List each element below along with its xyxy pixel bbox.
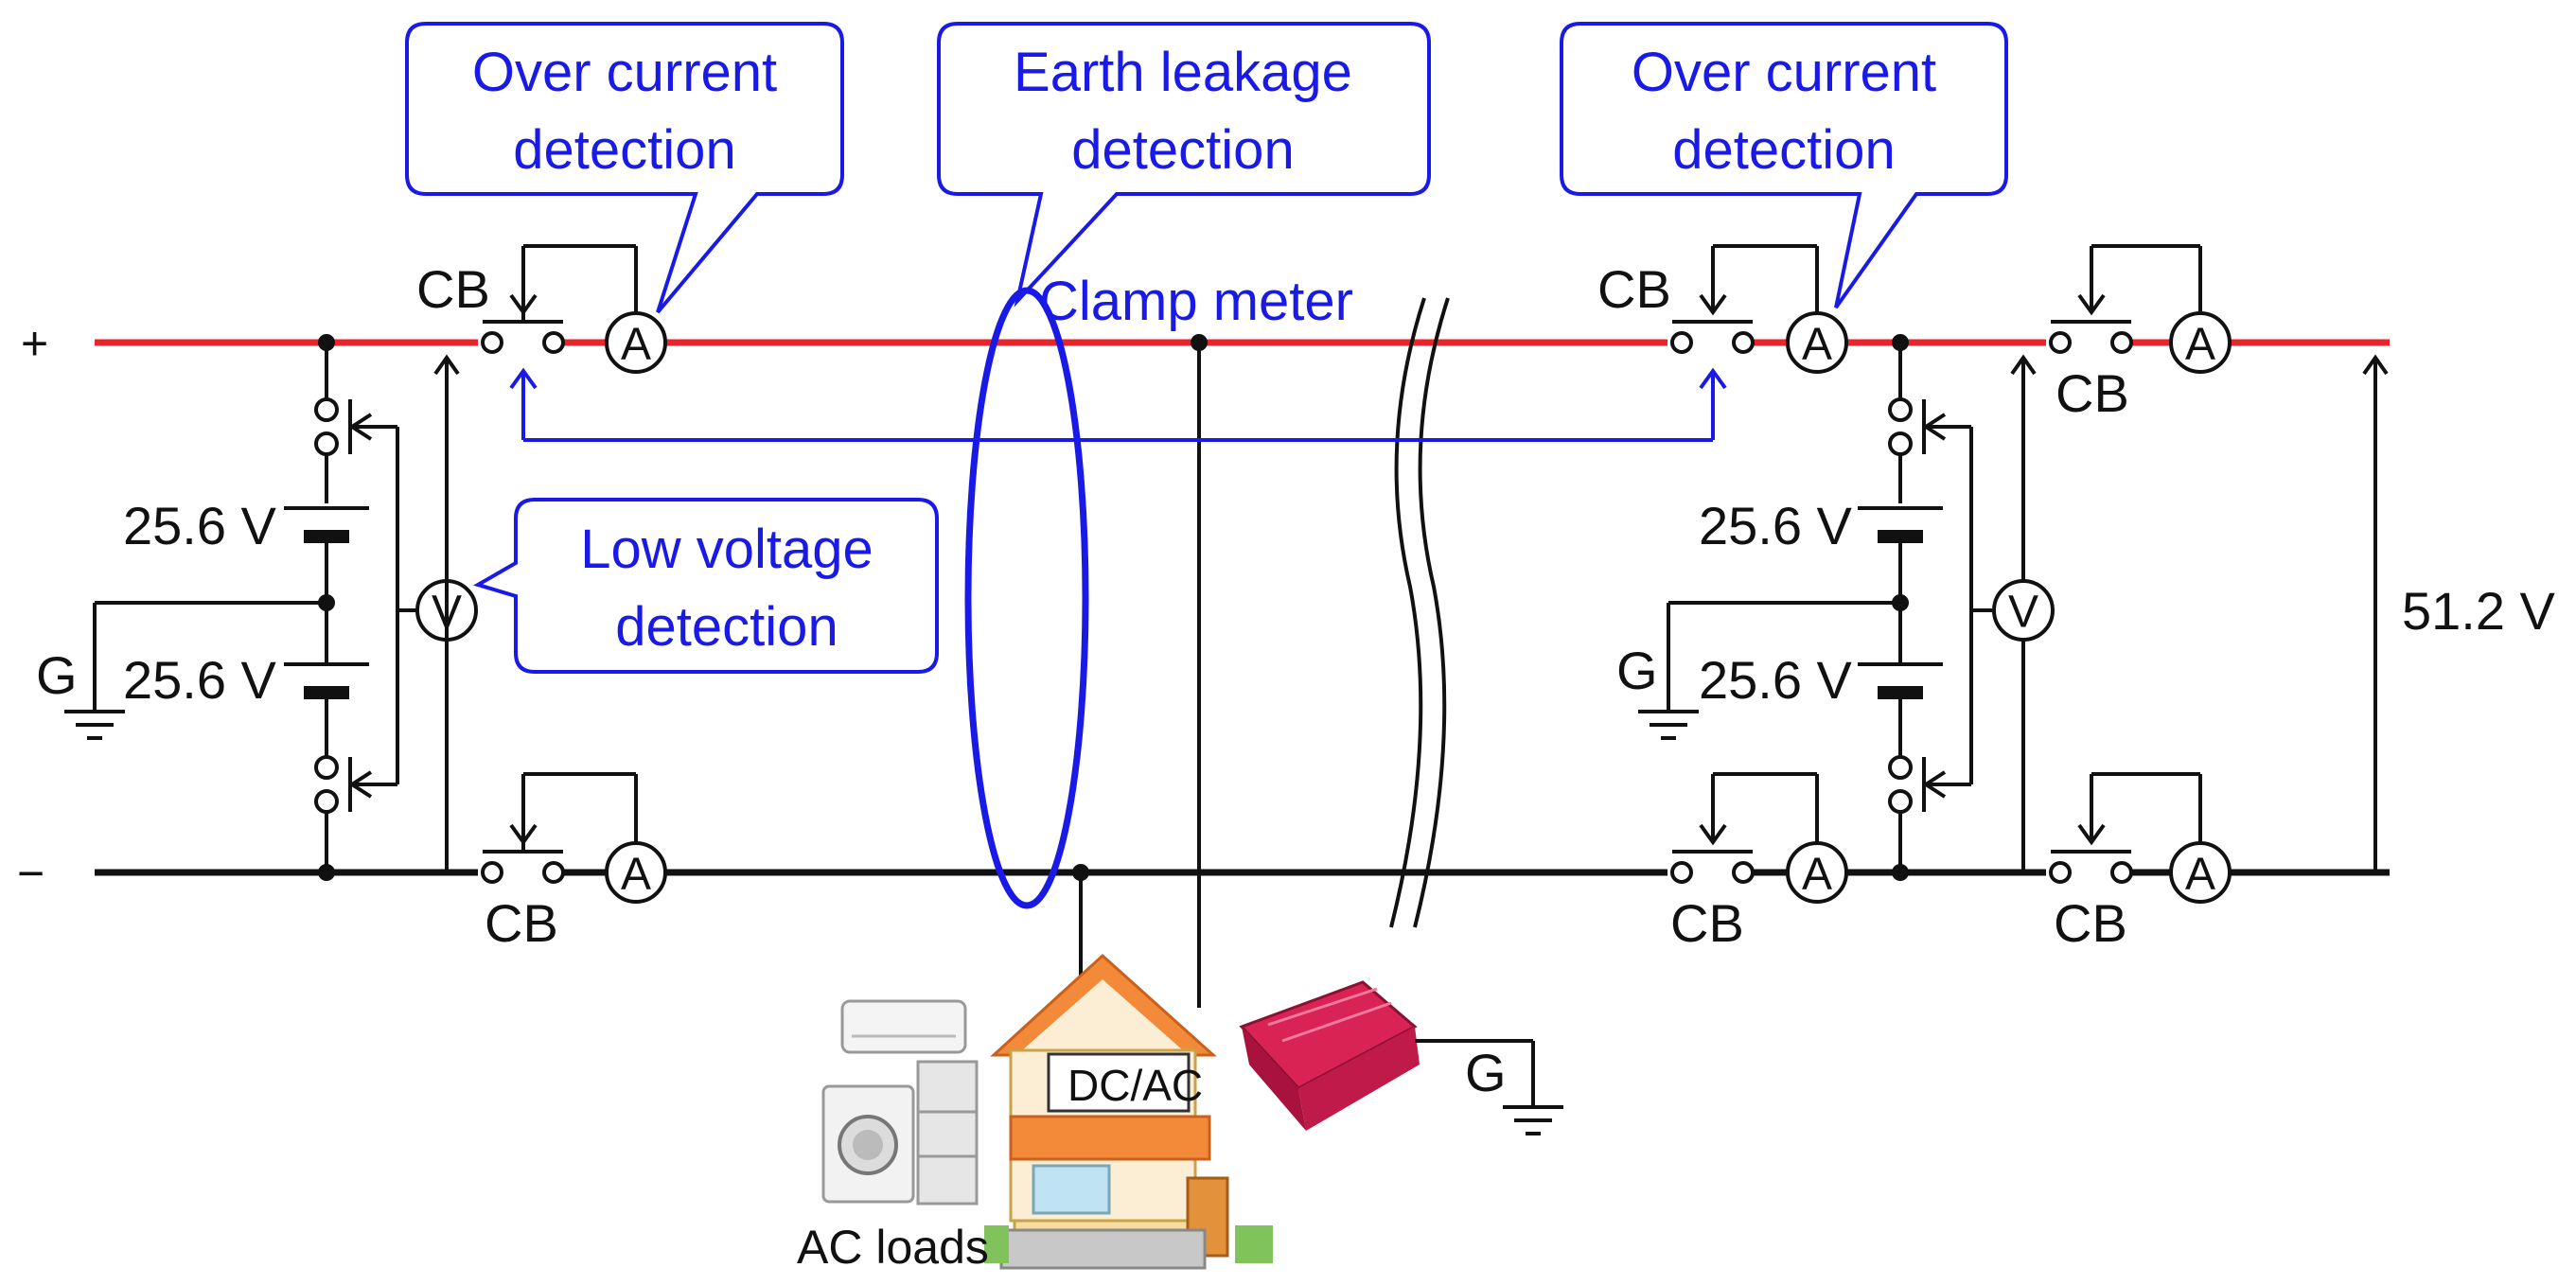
clamp-meter-label: Clamp meter [1039, 271, 1353, 332]
callout-low-voltage-line1: Low voltage [580, 519, 873, 580]
inverter-icon [1239, 980, 1420, 1131]
left-bottom-ammeter-letter: A [621, 850, 651, 900]
callout-over-current-right [1560, 22, 2008, 309]
trip-signal-line [509, 367, 1727, 442]
air-conditioner-icon [840, 999, 967, 1054]
callout-earth-leakage-line1: Earth leakage [1014, 42, 1352, 103]
plus-sign: + [21, 317, 48, 370]
left-top-cb-label: CB [416, 259, 490, 319]
right-bottom-breaker-2 [2046, 772, 2202, 884]
right-ground-label: G [1616, 641, 1658, 700]
callout-over-current-left-line2: detection [513, 119, 735, 181]
right-top-ammeter-2 [2169, 311, 2232, 374]
washing-machine-icon [821, 1084, 915, 1204]
right-voltmeter-letter: V [2008, 588, 2038, 638]
right-bottom-breaker-1 [1667, 772, 1819, 884]
callout-low-voltage [472, 498, 939, 674]
right-bottom-ammeter-1 [1786, 841, 1848, 904]
right-bottom-ammeter-1-letter: A [1802, 850, 1832, 900]
right-top-cb-label-2: CB [2056, 363, 2129, 423]
right-top-ammeter-1-letter: A [1802, 320, 1832, 370]
left-top-ammeter-letter: A [621, 320, 651, 370]
right-top-breaker-1 [1667, 244, 1819, 354]
right-bottom-cb-label-2: CB [2054, 893, 2127, 953]
left-bottom-cb-label: CB [485, 893, 558, 953]
minus-sign: − [17, 847, 44, 900]
callout-over-current-left-line1: Over current [472, 42, 777, 103]
left-bottom-breaker [478, 772, 638, 884]
callout-over-current-right-line2: detection [1672, 119, 1895, 181]
right-top-breaker-2 [2046, 244, 2202, 354]
left-top-breaker [478, 244, 638, 354]
left-battery-string [64, 334, 418, 881]
left-battery-top-voltage: 25.6 V [123, 496, 277, 555]
left-bottom-ammeter [605, 841, 667, 904]
rail-break-mark [1389, 297, 1450, 928]
right-battery-bottom-voltage: 25.6 V [1699, 650, 1853, 710]
right-bottom-cb-label-1: CB [1670, 893, 1744, 953]
callout-earth-leakage [937, 22, 1431, 308]
callout-earth-leakage-line2: detection [1071, 119, 1294, 181]
right-bottom-ammeter-2-letter: A [2185, 850, 2215, 900]
left-top-ammeter [605, 311, 667, 374]
left-battery-bottom-voltage: 25.6 V [123, 650, 277, 710]
house-icon [984, 953, 1273, 1270]
right-top-ammeter-2-letter: A [2185, 320, 2215, 370]
right-battery-string [1638, 334, 1992, 881]
inverter-ground-label: G [1465, 1043, 1507, 1102]
ac-loads-label: AC loads [797, 1221, 989, 1274]
callout-low-voltage-line2: detection [615, 596, 838, 658]
callout-over-current-left [405, 22, 844, 314]
right-bottom-ammeter-2 [2169, 841, 2232, 904]
callout-over-current-right-line1: Over current [1632, 42, 1936, 103]
right-top-cb-label-1: CB [1597, 259, 1671, 319]
inverter-label: DC/AC [1067, 1061, 1203, 1110]
clamp-meter-ring [964, 287, 1089, 909]
refrigerator-icon [916, 1060, 979, 1206]
system-voltage-label: 51.2 V [2402, 581, 2556, 641]
right-battery-top-voltage: 25.6 V [1699, 496, 1853, 555]
left-ground-label: G [36, 645, 78, 705]
right-top-ammeter-1 [1786, 311, 1848, 374]
